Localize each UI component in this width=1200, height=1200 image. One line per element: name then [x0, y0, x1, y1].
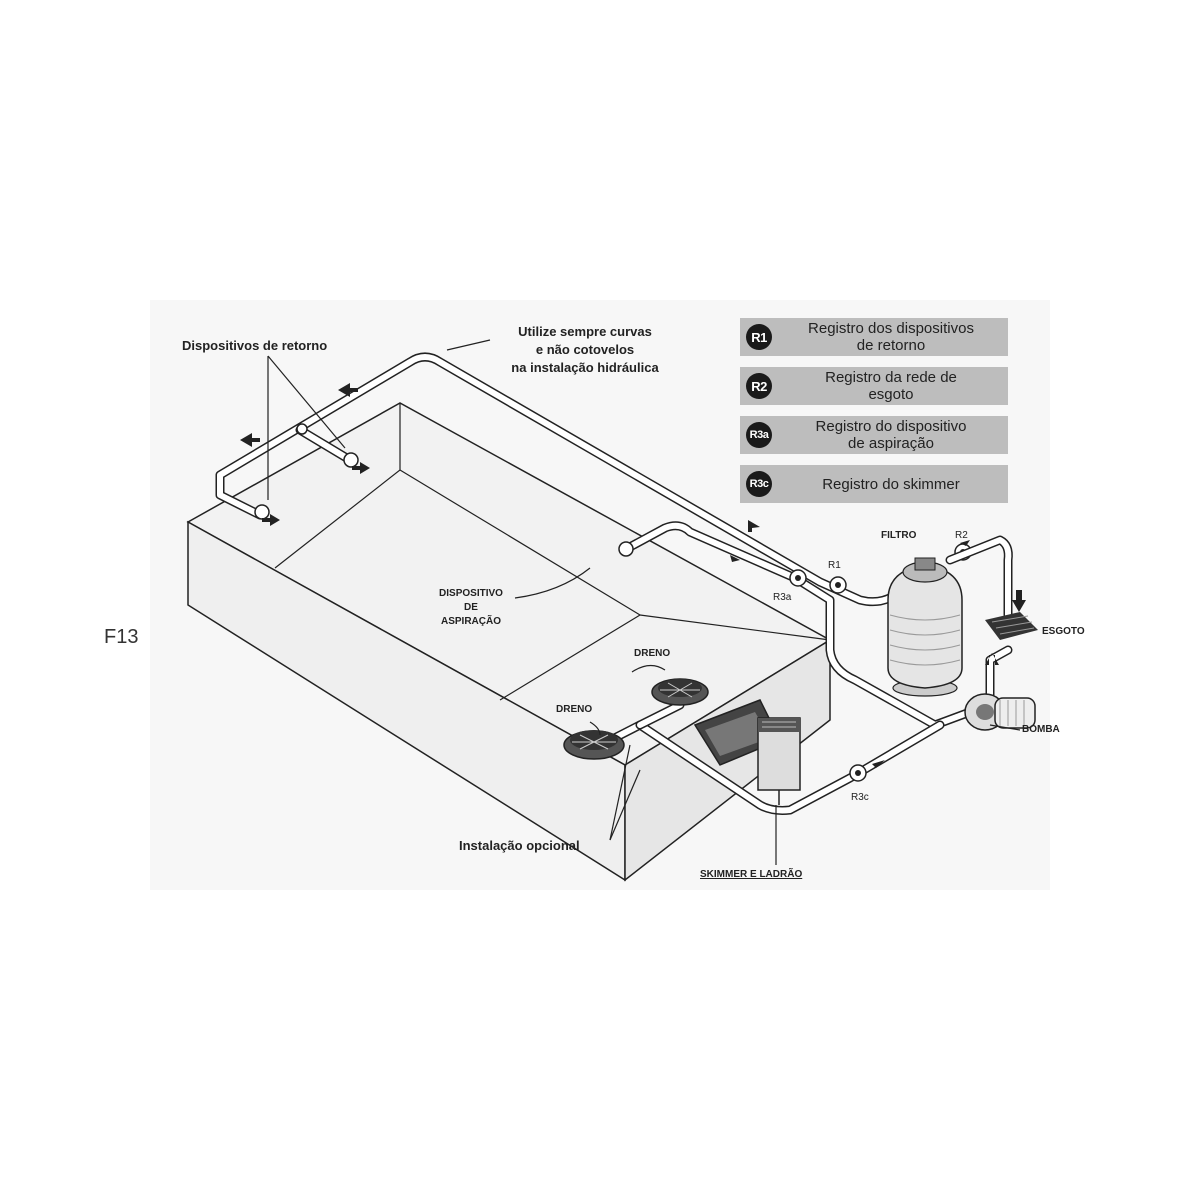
legend-badge-r2: R2 — [746, 373, 772, 399]
pump-icon — [964, 645, 1036, 731]
skimmer-icon — [693, 699, 801, 805]
filter-label: FILTRO — [881, 530, 917, 541]
valve-r3c-icon — [849, 764, 867, 782]
return-nozzle-icon — [254, 504, 270, 520]
valve-r1-label: R1 — [828, 560, 841, 571]
valve-r3c-label: R3c — [851, 792, 869, 803]
flow-arrows — [240, 383, 760, 532]
figure-code: F13 — [104, 626, 139, 648]
legend-text-r2-line1: Registro da rede de — [825, 369, 957, 386]
legend-text-r3c-line1: Registro do skimmer — [822, 475, 960, 493]
flow-arrow-icon — [730, 555, 740, 562]
return-nozzle-icon — [343, 452, 359, 468]
valve-r2-label: R2 — [955, 530, 968, 541]
valve-r3a-label: R3a — [773, 592, 792, 603]
legend-text-r3a-line1: Registro do dispositivo — [815, 418, 967, 435]
drain-1-label: DRENO — [556, 704, 592, 715]
drain-2-icon — [651, 678, 709, 706]
drain-1-icon — [563, 730, 625, 760]
skimmer-label: SKIMMER E LADRÃO — [700, 867, 802, 880]
suction-device-label-1: DISPOSITIVO — [439, 588, 503, 599]
suction-device-label-3: ASPIRAÇÃO — [441, 614, 501, 627]
filter-icon — [887, 535, 1013, 697]
flow-arrows-sewer — [960, 540, 1026, 665]
drain-2-label: DRENO — [634, 648, 670, 659]
return-devices-label: Dispositivos de retorno — [182, 338, 327, 353]
sewer-label: ESGOTO — [1042, 626, 1085, 637]
flow-arrow-icon — [872, 760, 885, 768]
legend-text-r1-line1: Registro dos dispositivos — [808, 320, 974, 337]
valve-r3a-icon — [789, 569, 807, 587]
valve-r1-icon — [829, 576, 847, 594]
curves-note-line2: e não cotovelos — [536, 342, 634, 357]
legend-badge-r3c: R3c — [746, 471, 772, 497]
suction-device-label-2: DE — [464, 602, 478, 613]
pump-label: BOMBA — [1022, 724, 1060, 735]
return-pipe-line — [215, 352, 900, 607]
curves-note-line3: na instalação hidráulica — [511, 360, 659, 375]
suction-pipe-line — [623, 521, 975, 730]
legend-text-r2-line2: esgoto — [868, 386, 914, 403]
legend-badge-r3a: R3a — [746, 422, 772, 448]
sewer-grate-icon — [985, 612, 1038, 640]
legend-badge-r1: R1 — [746, 324, 772, 350]
curves-note-line1: Utilize sempre curvas — [518, 324, 652, 339]
suction-device-icon — [618, 541, 634, 557]
legend-item-r3c: R3c Registro do skimmer — [740, 465, 1008, 503]
legend-text-r3a-line2: de aspiração — [848, 435, 934, 452]
leader-lines — [267, 339, 1021, 865]
optional-install-label: Instalação opcional — [459, 838, 580, 853]
skimmer-pipe-line — [590, 700, 945, 815]
legend-text-r1-line2: de retorno — [856, 337, 926, 354]
legend-text-r3c: Registro do skimmer — [780, 465, 1002, 503]
pipe-tee-icon — [296, 423, 308, 435]
